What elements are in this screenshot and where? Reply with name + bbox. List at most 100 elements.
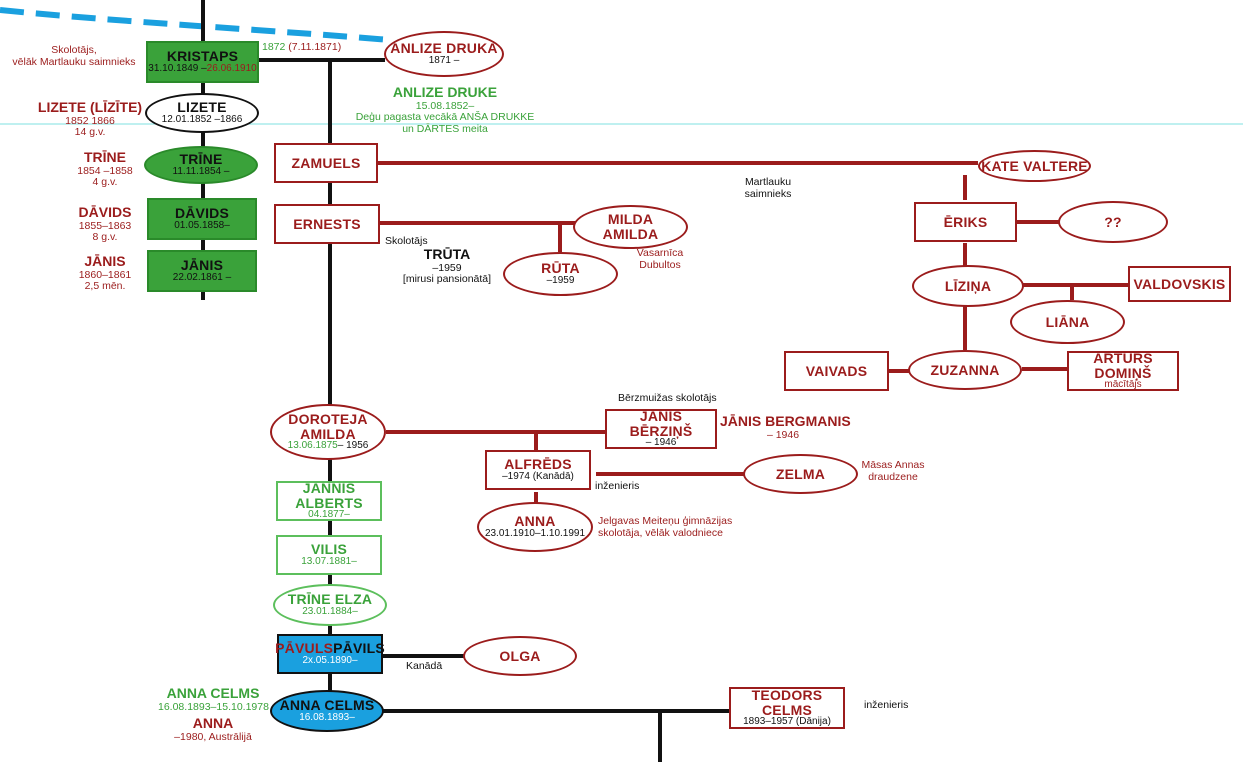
node-davids[interactable]: DĀVIDS 01.05.1858– — [147, 198, 257, 240]
truta-label: TRŪTA –1959 [mirusi pansionātā] — [392, 246, 502, 286]
node-dates: 16.08.1893– — [299, 712, 355, 724]
zelma-note: Māsas Annas draudzene — [860, 459, 926, 484]
label-line: 4 g.v. — [92, 176, 118, 189]
label-line: 1855–1863 — [78, 219, 132, 232]
label-line: – 1946 — [766, 428, 800, 441]
node-vilis[interactable]: VILIS 13.07.1881– — [276, 535, 382, 575]
note-line: Jelgavas Meiteņu ģimnāzijas — [598, 515, 733, 527]
note-line: Skolotājs, — [51, 44, 97, 56]
label-name: ANNA — [192, 715, 234, 731]
label-line: [mirusi pansionātā] — [402, 273, 492, 286]
born-date: 13.06.1875 — [287, 440, 338, 452]
node-dates: 23.01.1884– — [302, 606, 358, 618]
alfreds-job: inženieris — [595, 480, 640, 492]
node-name: TRĪNE — [179, 151, 223, 168]
node-name: OLGA — [499, 647, 541, 664]
note-line: Māsas Annas — [861, 459, 925, 471]
node-zamuels[interactable]: ZAMUELS — [274, 143, 378, 183]
node-jannis-alberts[interactable]: JANNIS ALBERTS 04.1877– — [276, 481, 382, 521]
node-milda-amilda[interactable]: MILDA AMILDA — [573, 205, 688, 249]
node-name: VALDOVSKIS — [1133, 275, 1226, 292]
anlize-druke-label: ANLIZE DRUKE 15.08.1852– Deģu pagasta ve… — [350, 84, 540, 136]
node-name: ARTŪRS DOMIŅŠ — [1093, 350, 1153, 381]
label-line: 1854 –1858 — [77, 164, 133, 177]
node-kate-valtere[interactable]: KATE VALTERE — [978, 150, 1091, 182]
node-kristaps[interactable]: KRISTAPS 31.10.1849 –26.06.1910 — [146, 41, 259, 83]
node-vaivads[interactable]: VAIVADS — [784, 351, 889, 391]
node-name: JANNIS ALBERTS — [295, 480, 363, 511]
martlauku-note: Martlauku saimnieks — [728, 176, 808, 201]
node-name: JĀNIS BĒRZIŅŠ — [629, 408, 693, 439]
label-name: LIZETE (LĪZĪTE) — [37, 99, 143, 115]
death-date: 26.06.1910 — [206, 63, 257, 75]
label-line: –1959 — [432, 261, 462, 274]
node-zuzanna[interactable]: ZUZANNA — [908, 350, 1022, 390]
node-lizete[interactable]: LIZETE 12.01.1852 –1866 — [145, 93, 259, 133]
node-dates: –1959 — [546, 275, 575, 287]
node-name: DOROTEJA — [288, 411, 368, 428]
node-liana[interactable]: LIĀNA — [1010, 300, 1125, 344]
node-name: TEODORS CELMS — [751, 687, 823, 718]
node-name: KATE VALTERE — [981, 157, 1088, 174]
node-janis[interactable]: JĀNIS 22.02.1861 – — [147, 250, 257, 292]
label-name: JĀNIS — [84, 253, 126, 269]
node-name: ANNA CELMS — [279, 697, 375, 714]
node-dates: 22.02.1861 – — [172, 272, 232, 284]
node-olga[interactable]: OLGA — [463, 636, 577, 676]
node-arturs-domins[interactable]: ARTŪRS DOMIŅŠ mācītājs — [1067, 351, 1179, 391]
node-anlize-druka[interactable]: ANLIZE DRUKA 1871 – — [384, 31, 504, 77]
node-trine[interactable]: TRĪNE 11.11.1854 – — [144, 146, 258, 184]
node-dates: 23.01.1910–1.10.1991 — [484, 528, 586, 540]
label-name: TRĪNE — [84, 149, 126, 165]
anna-celms-alt-label: ANNA CELMS 16.08.1893–15.10.1978 — [158, 685, 269, 713]
node-anna-celms[interactable]: ANNA CELMS 16.08.1893– — [270, 690, 384, 732]
label-line: 14 g.v. — [74, 126, 106, 139]
node-trine-elza[interactable]: TRĪNE ELZA 23.01.1884– — [273, 584, 387, 626]
date-dash: – — [198, 63, 207, 75]
janis-bergmanis-label: JĀNIS BERGMANIS – 1946 — [720, 413, 851, 441]
node-name: VILIS — [310, 541, 347, 558]
label-name: JĀNIS BERGMANIS — [720, 413, 851, 429]
node-ernests[interactable]: ERNESTS — [274, 204, 380, 244]
anna-alt2-label: ANNA –1980, Austrālijā — [158, 715, 268, 743]
label-name: ANNA CELMS — [166, 685, 260, 701]
node-pavils[interactable]: PĀVULSPĀVILS 2x.05.1890– — [275, 634, 385, 674]
node-name: KRISTAPS — [166, 48, 239, 65]
node-doroteja-amilda[interactable]: DOROTEJA AMILDA 13.06.1875– 1956 — [270, 404, 386, 460]
label-line: 2,5 mēn. — [84, 280, 126, 293]
node-unknown[interactable]: ?? — [1058, 201, 1168, 243]
marriage-year: 1872 — [262, 41, 286, 53]
node-zelma[interactable]: ZELMA — [743, 454, 858, 494]
node-name: ZAMUELS — [291, 154, 361, 171]
note-line: Martlauku — [744, 176, 792, 188]
note-line: vēlāk Martlauku saimnieks — [12, 55, 136, 68]
node-dates: 2x.05.1890– — [302, 655, 358, 667]
node-name: ZELMA — [775, 465, 826, 482]
node-name: MILDA — [607, 211, 654, 228]
node-name: RŪTA — [541, 260, 580, 277]
node-name: ERNESTS — [293, 215, 361, 232]
node-name: PĀVULSPĀVILS — [275, 641, 385, 656]
node-dates: 13.06.1875– 1956 — [288, 441, 369, 452]
node-role: mācītājs — [1104, 379, 1142, 391]
note-line: saimnieks — [744, 187, 792, 200]
node-name: VAIVADS — [805, 362, 868, 379]
marriage-date: 1872 (7.11.1871) — [262, 41, 341, 54]
node-valdovskis[interactable]: VALDOVSKIS — [1128, 266, 1231, 302]
node-alfreds[interactable]: ALFRĒDS –1974 (Kanādā) — [485, 450, 591, 490]
node-teodors-celms[interactable]: TEODORS CELMS 1893–1957 (Dānija) — [729, 687, 845, 729]
node-ruta[interactable]: RŪTA –1959 — [503, 252, 618, 296]
node-dates: 1893–1957 (Dānija) — [743, 716, 831, 728]
node-lizina[interactable]: LĪZIŅA — [912, 265, 1024, 307]
node-dates: 31.10.1849 –26.06.1910 — [148, 63, 257, 75]
node-dates: 11.11.1854 – — [172, 166, 230, 178]
node-anna[interactable]: ANNA 23.01.1910–1.10.1991 — [477, 502, 593, 552]
label-name: ANLIZE DRUKE — [392, 84, 498, 100]
node-name: ZUZANNA — [930, 361, 1000, 378]
node-dates: 1871 – — [428, 55, 460, 67]
node-janis-berzins[interactable]: JĀNIS BĒRZIŅŠ – 1946 — [605, 409, 717, 449]
node-eriks[interactable]: ĒRIKS — [914, 202, 1017, 242]
teodors-job: inženieris — [864, 699, 909, 711]
node-name: ALFRĒDS — [504, 456, 572, 473]
name-new-spelling: PĀVILS — [333, 640, 385, 657]
